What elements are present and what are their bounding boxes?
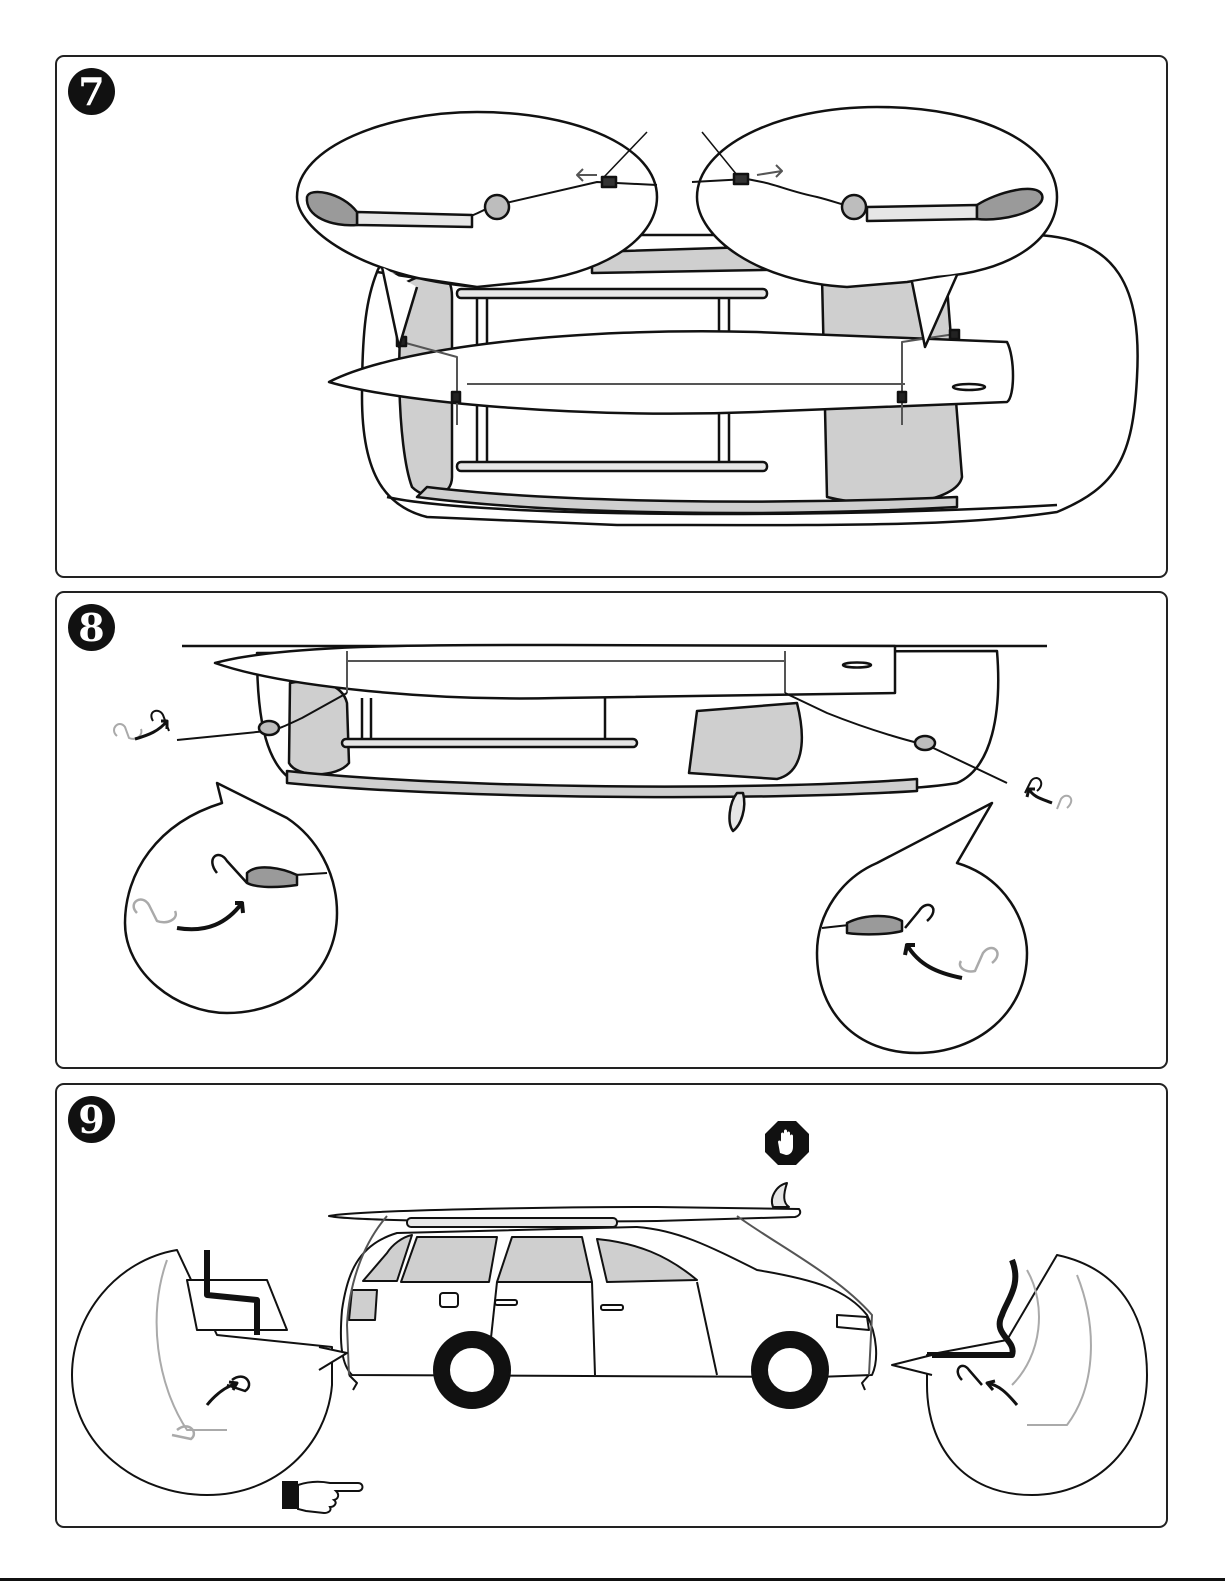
zoom-right-pointer — [892, 1355, 932, 1375]
hook-rear-under — [349, 1375, 357, 1390]
zoom-ellipse-left — [297, 112, 657, 287]
step-8-panel: 8 — [55, 591, 1168, 1069]
hook-right-gray — [1057, 796, 1071, 809]
roof-rail — [342, 739, 637, 747]
hook-front-under — [862, 1375, 869, 1390]
roof-rail-front — [457, 289, 767, 298]
page-bottom-rule — [0, 1578, 1225, 1581]
zoom-left-coil — [485, 195, 509, 219]
step-9-panel: 9 — [55, 1083, 1168, 1528]
roof-rail-rear — [457, 462, 767, 471]
hook-left-gray — [114, 724, 141, 739]
step-7-illustration — [57, 57, 1168, 578]
front-wheel-hub — [767, 1347, 813, 1393]
surfboard-fin-slot — [843, 663, 871, 668]
pointing-hand-icon — [280, 1473, 366, 1515]
windshield — [689, 703, 802, 779]
arrow-right — [1027, 789, 1052, 803]
rear-wheel-hub — [449, 1347, 495, 1393]
zoom-right-buckle — [847, 916, 902, 934]
handle-rear — [495, 1300, 517, 1305]
buckle-rear — [452, 392, 460, 402]
zoom-right-cam-buckle — [734, 174, 748, 184]
hook-front — [950, 330, 959, 339]
step-8-illustration — [57, 593, 1168, 1069]
coil-right — [915, 736, 935, 750]
zoom-circle-left — [125, 783, 337, 1013]
step-9-illustration — [57, 1085, 1168, 1528]
roof-rack-rail — [407, 1218, 617, 1227]
coil-left — [259, 721, 279, 735]
arrow-left — [135, 721, 167, 739]
zoom-circle-right — [927, 1255, 1147, 1495]
zoom-right-strap-pad — [867, 205, 977, 221]
tail-light — [349, 1290, 377, 1320]
tow-loop — [730, 793, 745, 831]
buckle-front — [898, 392, 906, 402]
side-window-rear — [401, 1237, 497, 1282]
headlight — [837, 1315, 869, 1330]
side-window-middle — [497, 1237, 592, 1282]
surfboard-fin — [772, 1183, 789, 1207]
rear-window — [289, 681, 349, 774]
step-7-panel: 7 — [55, 55, 1168, 578]
zoom-left-strap-pad — [357, 212, 472, 227]
zoom-left-bumper — [187, 1280, 287, 1330]
zoom-left-cam-buckle — [602, 177, 616, 187]
fuel-door — [440, 1293, 458, 1307]
zoom-right-coil — [842, 195, 866, 219]
surfboard-fin-slot — [953, 384, 985, 390]
handle-front — [601, 1305, 623, 1310]
